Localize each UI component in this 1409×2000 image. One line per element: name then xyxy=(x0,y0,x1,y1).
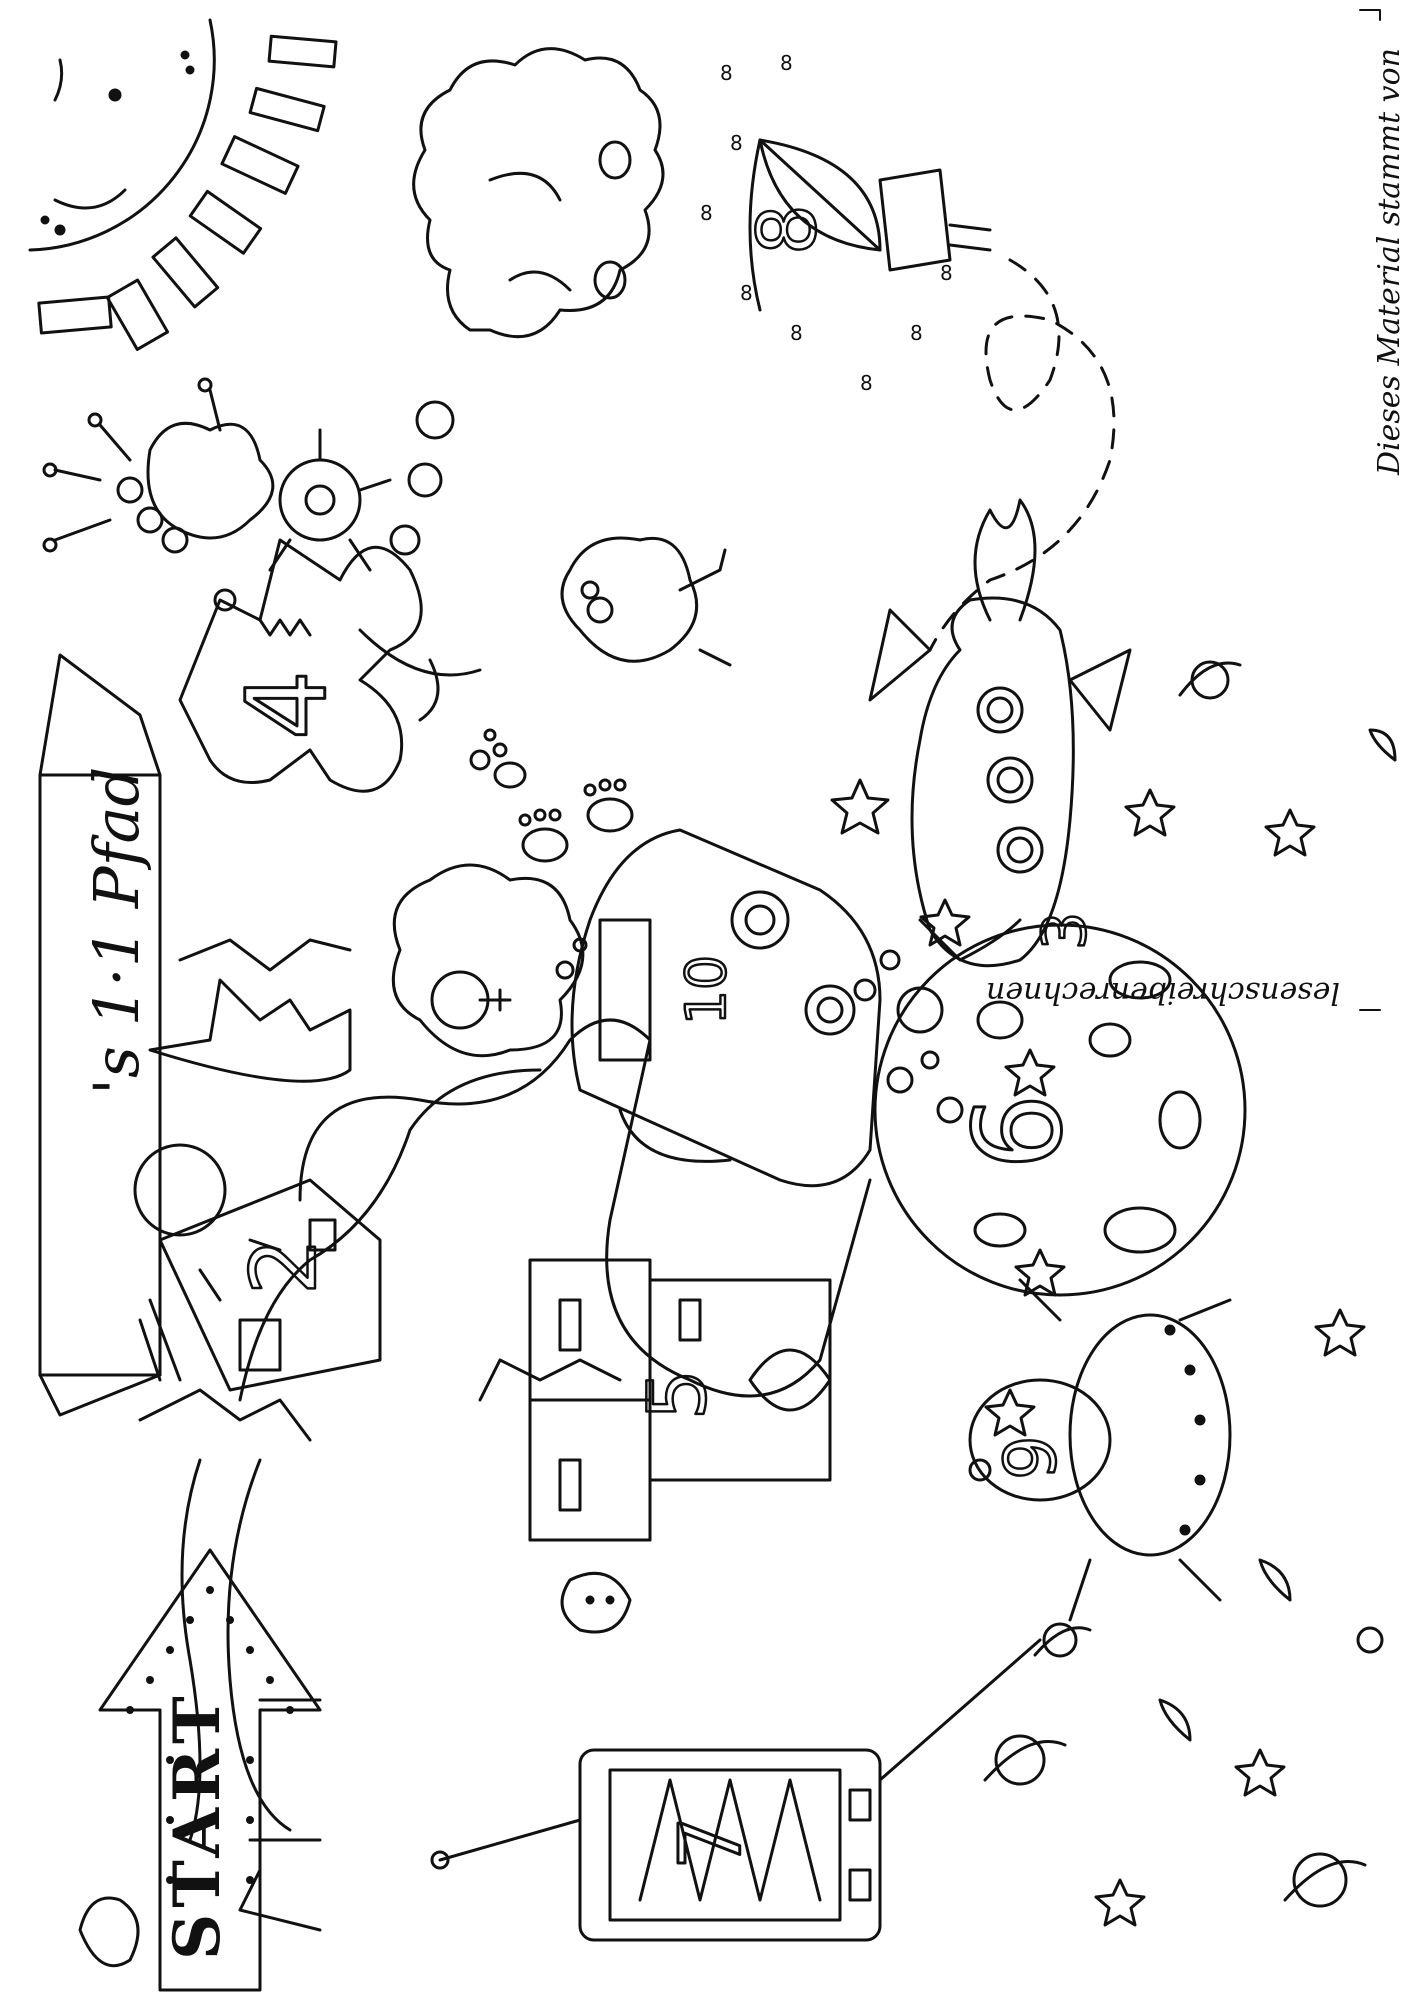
title-banner xyxy=(38,653,162,1417)
lightbulb-icon xyxy=(391,863,588,1058)
svg-text:8: 8 xyxy=(940,261,953,285)
footprints xyxy=(518,778,634,863)
trees-icon xyxy=(138,938,352,1442)
ufo-number: 9 xyxy=(990,1435,1072,1480)
svg-text:8: 8 xyxy=(720,61,733,85)
cloud-icon xyxy=(389,47,665,556)
ufo-icon xyxy=(968,1278,1232,1622)
raindrop-eights: 8 8 8 8 8 8 8 8 8 xyxy=(700,51,953,395)
svg-text:8: 8 xyxy=(740,281,753,305)
svg-text:8: 8 xyxy=(700,201,713,225)
moon-number: 6 xyxy=(950,1094,1089,1170)
rocket-icon xyxy=(868,498,1132,968)
svg-text:8: 8 xyxy=(730,131,743,155)
dinosaur-icon xyxy=(178,538,527,793)
castle-number: 5 xyxy=(631,1369,724,1420)
dino-number: 4 xyxy=(223,670,351,740)
sun-icon xyxy=(28,18,338,351)
rocket-number: 3 xyxy=(1030,912,1100,950)
alien-monster-icon xyxy=(42,377,275,554)
umbrella-number: 8 xyxy=(741,204,834,255)
start-sign-label: START xyxy=(160,1690,235,1960)
dashed-trail xyxy=(928,258,1116,652)
tv-number: 7 xyxy=(662,1816,761,1870)
svg-text:8: 8 xyxy=(860,371,873,395)
winding-path xyxy=(180,1018,872,1842)
credit-text: Dieses Material stammt von xyxy=(1372,47,1407,475)
credit-site-text: lesenschreibenrechnen xyxy=(986,975,1340,1010)
space-decorations xyxy=(830,660,1397,1927)
svg-text:8: 8 xyxy=(790,321,803,345)
banner-title: 's 1·1 Pfad xyxy=(80,766,153,1095)
bird-icon xyxy=(560,536,732,667)
house-icon xyxy=(133,1143,382,1392)
svg-text:8: 8 xyxy=(910,321,923,345)
svg-text:8: 8 xyxy=(780,51,793,75)
umbrella-icon xyxy=(748,138,992,312)
moon-icon xyxy=(873,923,1247,1297)
television-icon xyxy=(430,1638,1042,1942)
castle-icon xyxy=(478,1258,832,1634)
start-sign-icon xyxy=(78,1548,322,1992)
credit-arrow-icon xyxy=(1359,9,1381,1011)
car-icon xyxy=(570,828,944,1188)
one-eye-creature-icon xyxy=(268,428,392,572)
start-sign-dots xyxy=(126,1586,294,1884)
car-number: 10 xyxy=(674,955,738,1025)
